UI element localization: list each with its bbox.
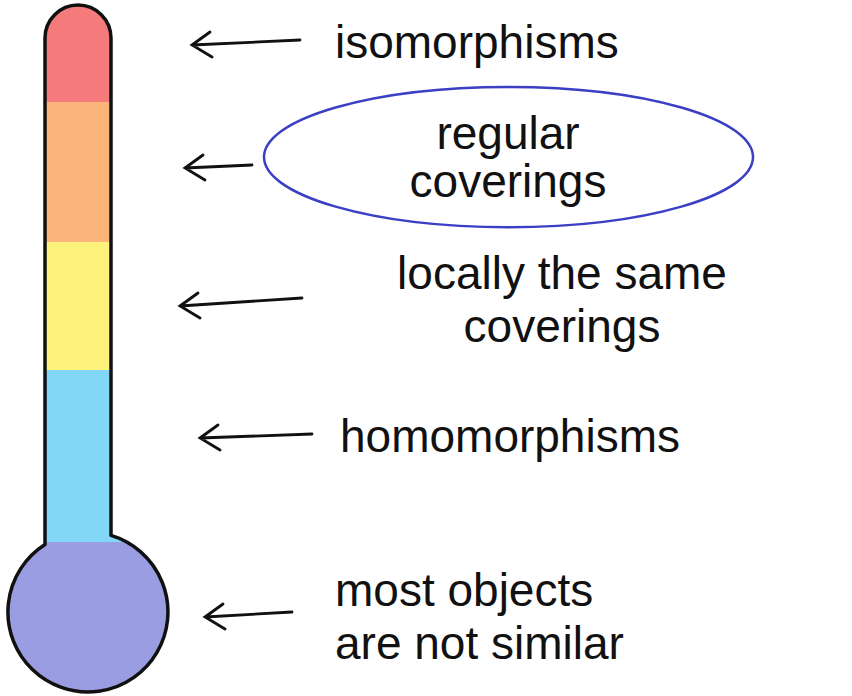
side-label: isomorphisms — [335, 16, 619, 69]
side-label: locally the same coverings — [355, 247, 769, 353]
leader-arrow — [192, 32, 300, 57]
leader-arrow — [185, 155, 252, 180]
node-text: regular coverings — [393, 109, 623, 206]
leader-arrow — [205, 604, 292, 629]
leader-arrows — [180, 32, 312, 629]
thermometer-outline — [8, 5, 168, 692]
leader-arrow — [200, 425, 312, 450]
circled-label: regular coverings — [262, 85, 755, 229]
orange-band — [0, 102, 200, 242]
side-label: homomorphisms — [340, 410, 680, 463]
thermometer-bands — [0, 0, 200, 696]
leader-arrow — [180, 293, 302, 318]
purple-bulb — [0, 542, 200, 696]
ellipse-outline-shape — [264, 87, 753, 227]
blue-band — [0, 370, 200, 542]
yellow-band — [0, 242, 200, 370]
side-label: most objects are not similar — [335, 564, 648, 670]
